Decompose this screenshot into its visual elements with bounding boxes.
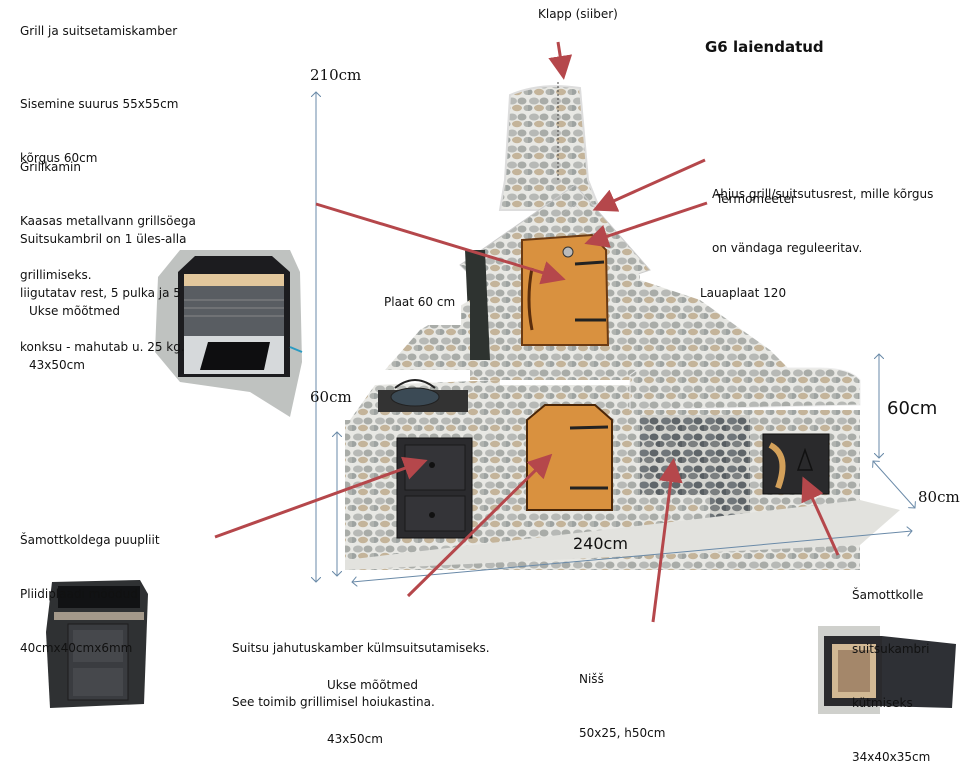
dim-label-height-right: 60cm — [887, 398, 938, 419]
height-line: kõrgus 60cm — [20, 151, 98, 165]
label-niss: Nišš 50x25, h50cm — [579, 634, 665, 760]
left-panel-grill-title: Grill ja suitsetamiskamber — [20, 24, 178, 38]
label-suitsu-jahutus: Suitsu jahutuskamber külmsuitsutamiseks.… — [232, 603, 490, 729]
label-samottkoldega: Šamottkoldega puupliit Pliidiplaadi mõõd… — [20, 495, 160, 675]
label-ahjus-grill: Ahjus grill/suitsutusrest, mille kõrgus … — [712, 149, 933, 275]
arrow-niss — [651, 458, 683, 623]
wood-stove-photo — [46, 580, 148, 708]
arrow-klapp — [548, 41, 573, 80]
left-panel-size: Sisemine suurus 55x55cm kõrgus 60cm — [20, 59, 178, 185]
label-ukse-bottom: Ukse mõõtmed 43x50cm — [327, 640, 418, 766]
label-klapp: Klapp (siiber) — [538, 7, 618, 21]
cooling-chamber-door — [526, 404, 613, 511]
ahjus-line: Ahjus grill/suitsutusrest, mille kõrgus — [712, 187, 934, 201]
label-samottkolle: Šamottkolle suitsukambri kütmiseks 34x40… — [852, 550, 930, 784]
dim-depth — [873, 461, 915, 508]
diagram-title: G6 laiendatud — [705, 38, 824, 56]
left-panel-ukse: Ukse mõõtmed 43x50cm — [29, 266, 120, 392]
arrow-firebox — [801, 476, 840, 556]
arrow-cooling-chamber — [406, 453, 553, 598]
samottkolle-line: suitsukambri — [852, 642, 930, 656]
grillkamin-line: Grillkamin — [20, 160, 81, 174]
ukse-line: Ukse mõõtmed — [29, 304, 120, 318]
ukse-line: 43x50cm — [29, 358, 85, 372]
suitsu-line: See toimib grillimisel hoiukastina. — [232, 695, 435, 709]
dim-label-height-left: 60cm — [310, 388, 352, 406]
niss-line: 50x25, h50cm — [579, 726, 666, 740]
grillkamin-line: Kaasas metallvann grillsöega — [20, 214, 196, 228]
smoker-chamber-photo — [155, 250, 303, 417]
dim-label-height-total: 210cm — [310, 66, 362, 84]
grillkamin-line: grillimiseks. — [20, 268, 92, 282]
suitsukambril-line: liigutatav rest, 5 pulka ja 5 — [20, 286, 181, 300]
left-panel-suitsukambril: Suitsukambril on 1 üles-alla liigutatav … — [20, 194, 186, 374]
samottkolle-line: 34x40x35cm — [852, 750, 931, 764]
samottkoldega-line: 40cmx40cmx6mm — [20, 641, 133, 655]
suitsukambril-line: Suitsukambril on 1 üles-alla — [20, 232, 187, 246]
ukse-bottom-line: Ukse mõõtmed — [327, 678, 418, 692]
size-line: Sisemine suurus 55x55cm — [20, 97, 179, 111]
arrow-ahjus-grill — [592, 158, 706, 212]
samottkoldega-line: Pliidiplaadi mõõdud — [20, 587, 138, 601]
dim-label-depth: 80cm — [918, 488, 960, 506]
label-lauaplaat: Lauaplaat 120 — [700, 286, 787, 300]
samottkoldega-line: Šamottkoldega puupliit — [20, 533, 160, 547]
pot-icon — [390, 387, 440, 407]
thermometer-icon — [562, 246, 574, 258]
left-panel-grillkamin: Grillkamin Kaasas metallvann grillsöega … — [20, 122, 196, 302]
ahjus-line: on vändaga reguleeritav. — [712, 241, 863, 255]
arrow-stove — [214, 456, 428, 539]
samottkolle-line: Šamottkolle — [852, 588, 924, 602]
dim-label-width: 240cm — [573, 534, 628, 553]
suitsukambril-line: konksu - mahutab u. 25 kg. — [20, 340, 185, 354]
niss-line: Nišš — [579, 672, 604, 686]
stove-door — [396, 437, 473, 539]
ukse-bottom-line: 43x50cm — [327, 732, 383, 746]
side-wall — [640, 280, 790, 370]
label-termomeeter: Termomeeter — [716, 192, 796, 206]
arrow-termomeeter — [584, 201, 708, 248]
label-plaat: Plaat 60 cm — [384, 293, 462, 325]
firebox-photo — [818, 626, 956, 714]
arrow-grill-chamber — [315, 202, 566, 285]
suitsu-line: Suitsu jahutuskamber külmsuitsutamiseks. — [232, 641, 490, 655]
stove-top — [378, 379, 468, 412]
dim-width — [352, 531, 912, 582]
annotation-lines — [214, 41, 960, 623]
samottkolle-line: kütmiseks — [852, 696, 913, 710]
